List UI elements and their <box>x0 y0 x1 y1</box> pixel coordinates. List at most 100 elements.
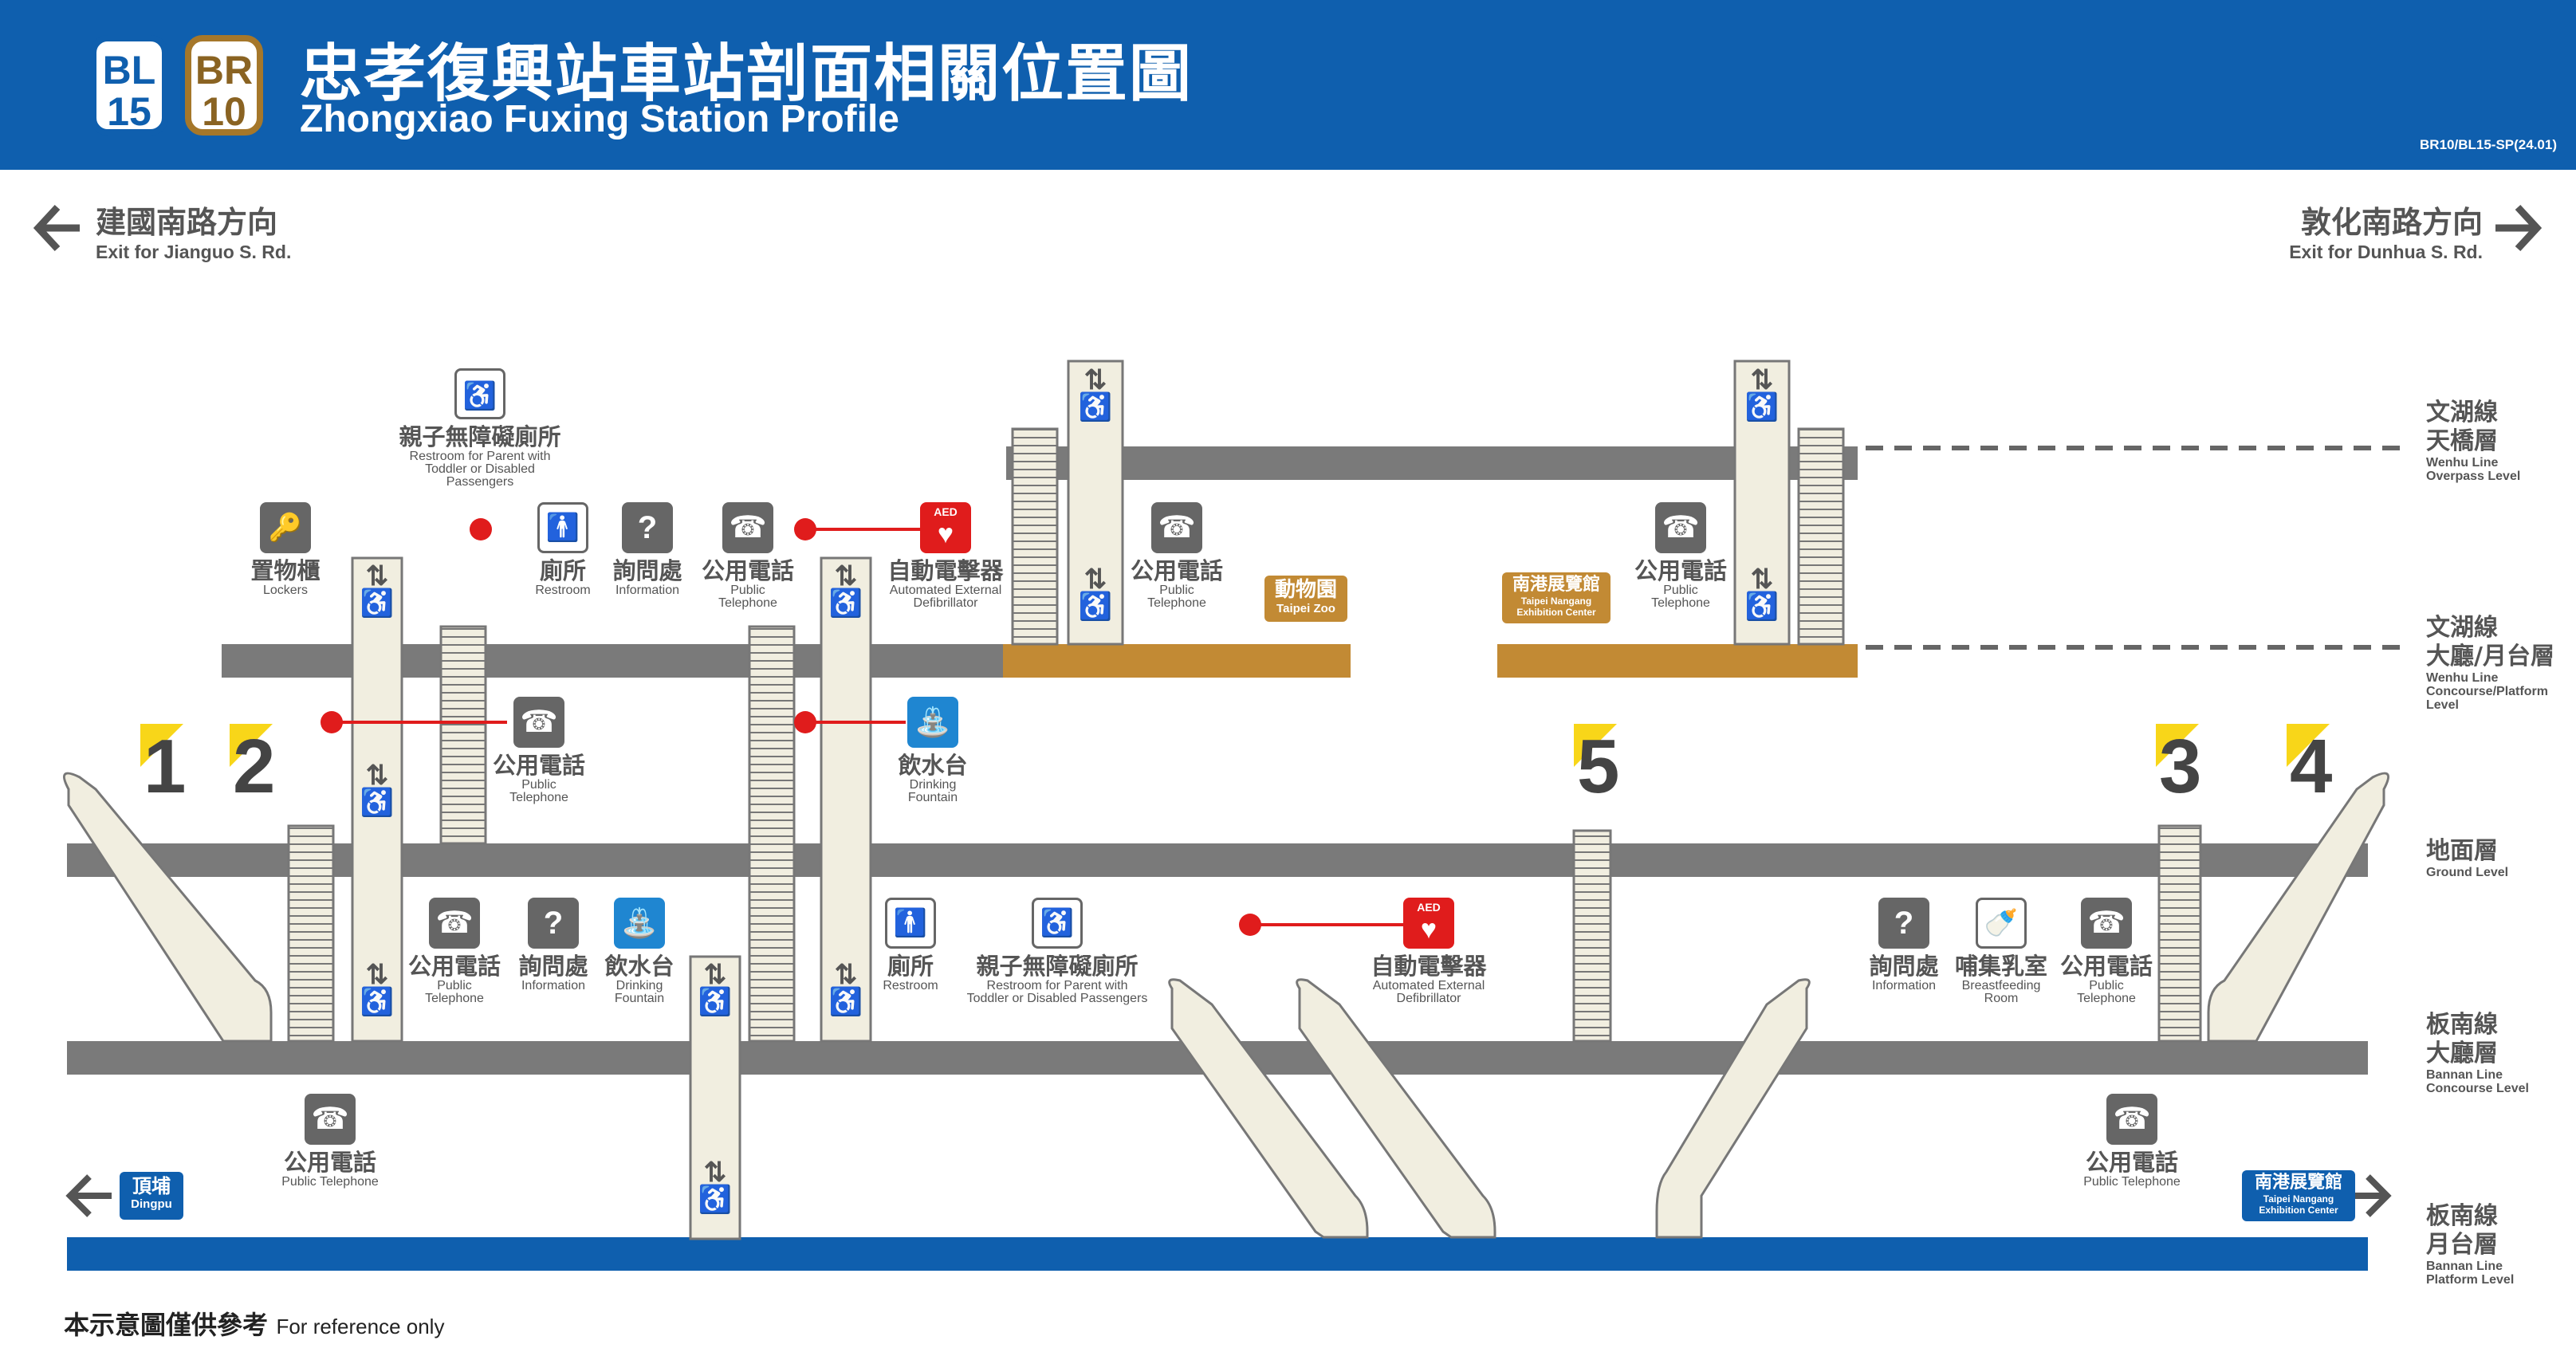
facility-aed-top: 自動電擊器 Automated External Defibrillator <box>887 557 1004 610</box>
elevator-shaft <box>1067 360 1124 646</box>
escalator-exit1 <box>62 772 273 1043</box>
badge-line-code: BR <box>195 48 254 92</box>
information-icon: ? <box>622 502 673 553</box>
restroom-icon: 🚹 <box>885 898 936 949</box>
badge-station-number: 10 <box>202 89 246 134</box>
elevator-shaft <box>1733 360 1791 646</box>
arrow-right-icon <box>2495 204 2543 252</box>
elevator-icon: ⇅♿ <box>1078 564 1113 622</box>
direction-right-en: Exit for Dunhua S. Rd. <box>2289 242 2483 262</box>
wenhu-line-brown-left <box>1003 644 1351 678</box>
badge-station-number: 15 <box>107 89 151 134</box>
facility-phone-platform-right: 公用電話 Public Telephone <box>2083 1149 2181 1189</box>
direction-left-en: Exit for Jianguo S. Rd. <box>96 242 292 262</box>
facility-aed-concourse: 自動電擊器 Automated External Defibrillator <box>1371 953 1487 1005</box>
drinking-fountain-icon: ⛲ <box>907 697 958 748</box>
level-label-wenhu-concourse: 文湖線 大廳/月台層 Wenhu Line Concourse/Platform… <box>2426 614 2554 712</box>
facility-family-restroom-concourse: 親子無障礙廁所 Restroom for Parent with Toddler… <box>966 953 1148 1005</box>
facility-phone-mid: 公用電話 Public Telephone <box>492 752 585 804</box>
ground-floor <box>67 843 2368 877</box>
escalator-platform-3 <box>1655 978 1811 1239</box>
terminus-tag-nangang-bannan: 南港展覽館 Taipei Nangang Exhibition Center <box>2242 1170 2355 1221</box>
level-label-bannan-platform: 板南線 月台層 Bannan Line Platform Level <box>2426 1202 2515 1287</box>
terminus-tag-taipei-zoo: 動物園 Taipei Zoo <box>1264 576 1347 622</box>
aed-icon: AED ♥ <box>920 502 971 553</box>
elevator-icon: ⇅♿ <box>360 561 395 619</box>
exit-number-1: 1 <box>144 724 187 809</box>
telephone-icon: ☎ <box>2081 898 2132 949</box>
elevator-icon: ⇅♿ <box>698 960 733 1017</box>
footer-note-zh: 本示意圖僅供參考 <box>64 1310 269 1340</box>
direction-right-zh: 敦化南路方向 <box>2300 205 2483 240</box>
facility-phone-top: 公用電話 Public Telephone <box>701 557 794 610</box>
telephone-icon: ☎ <box>722 502 773 553</box>
elevator-shaft <box>820 556 872 1043</box>
facility-information-concourse-left: 詢問處 Information <box>518 953 588 992</box>
telephone-icon: ☎ <box>1151 502 1202 553</box>
elevator-icon: ⇅♿ <box>828 561 863 619</box>
stairs <box>748 625 796 1043</box>
stairs <box>439 625 487 845</box>
stairs <box>1011 427 1059 646</box>
exit-number-3: 3 <box>2159 724 2202 809</box>
bannan-platform-bar <box>67 1237 2368 1271</box>
elevator-icon: ⇅♿ <box>698 1158 733 1215</box>
terminus-tag-dingpu: 頂埔 Dingpu <box>120 1172 183 1220</box>
direction-right: 敦化南路方向 Exit for Dunhua S. Rd. <box>2267 198 2483 263</box>
facility-phone-concourse-right: 公用電話 Public Telephone <box>2059 953 2153 1005</box>
facility-information-top: 詢問處 Information <box>612 557 682 597</box>
facility-phone-wenhu1: 公用電話 Public Telephone <box>1130 557 1223 610</box>
footer-note: 本示意圖僅供參考 For reference only <box>64 1305 444 1342</box>
elevator-shaft <box>351 556 403 1043</box>
elevator-shaft <box>689 955 741 1240</box>
telephone-icon: ☎ <box>429 898 480 949</box>
family-restroom-icon: ♿ <box>1032 898 1083 949</box>
stairs <box>287 824 335 1043</box>
facility-information-concourse-right: 詢問處 Information <box>1869 953 1939 992</box>
level-label-bannan-concourse: 板南線 大廳層 Bannan Line Concourse Level <box>2426 1011 2529 1095</box>
breastfeeding-icon: 🍼 <box>1976 898 2027 949</box>
badge-line-code: BL <box>102 48 156 92</box>
stairs <box>1572 829 1612 1043</box>
telephone-icon: ☎ <box>1655 502 1706 553</box>
arrow-left-icon <box>65 1174 112 1217</box>
facility-phone-platform-left: 公用電話 Public Telephone <box>281 1149 379 1189</box>
elevator-icon: ⇅♿ <box>1744 564 1780 622</box>
escalator-platform-1 <box>1168 978 1369 1239</box>
stairs <box>1797 427 1845 646</box>
terminus-tag-nangang-wenhu: 南港展覽館 Taipei Nangang Exhibition Center <box>1502 572 1610 623</box>
facility-fountain-mid: 飲水台 Drinking Fountain <box>898 752 968 804</box>
marker-dots <box>321 518 1261 936</box>
page-subtitle: Zhongxiao Fuxing Station Profile <box>300 98 899 140</box>
exit-number-5: 5 <box>1577 724 1620 809</box>
family-restroom-icon: ♿ <box>454 368 505 419</box>
footer-note-en: For reference only <box>276 1315 445 1338</box>
facility-phone-wenhu2: 公用電話 Public Telephone <box>1634 557 1727 610</box>
page-title: 忠孝復興站車站剖面相關位置圖 <box>300 38 1194 110</box>
wenhu-line-brown-right <box>1497 644 1858 678</box>
escalator-platform-2 <box>1296 978 1496 1239</box>
leader-lines <box>332 528 1406 926</box>
drinking-fountain-icon: ⛲ <box>614 898 665 949</box>
telephone-icon: ☎ <box>513 697 564 748</box>
elevator-icon: ⇅♿ <box>1078 365 1113 423</box>
locker-icon: 🔑 <box>260 502 311 553</box>
header-bar: BL 15 BR 10 忠孝復興站車站剖面相關位置圖 Zhongxiao Fux… <box>0 0 2576 170</box>
aed-icon: AED ♥ <box>1403 898 1454 949</box>
information-icon: ? <box>528 898 579 949</box>
direction-left: 建國南路方向 Exit for Jianguo S. Rd. <box>96 198 291 263</box>
facility-fountain-concourse: 飲水台 Drinking Fountain <box>604 953 674 1005</box>
information-icon: ? <box>1878 898 1929 949</box>
restroom-icon: 🚹 <box>537 502 588 553</box>
telephone-icon: ☎ <box>2106 1094 2157 1145</box>
level-label-ground: 地面層 Ground Level <box>2426 837 2509 879</box>
direction-left-zh: 建國南路方向 <box>96 205 278 240</box>
arrow-left-icon <box>33 204 80 252</box>
wenhu-overpass-floor <box>1006 446 1858 480</box>
document-code: BR10/BL15-SP(24.01) <box>2420 137 2557 152</box>
telephone-icon: ☎ <box>305 1094 356 1145</box>
elevator-icon: ⇅♿ <box>1744 365 1780 423</box>
elevator-icon: ⇅♿ <box>360 960 395 1017</box>
line-badge-bl: BL 15 <box>90 35 168 136</box>
